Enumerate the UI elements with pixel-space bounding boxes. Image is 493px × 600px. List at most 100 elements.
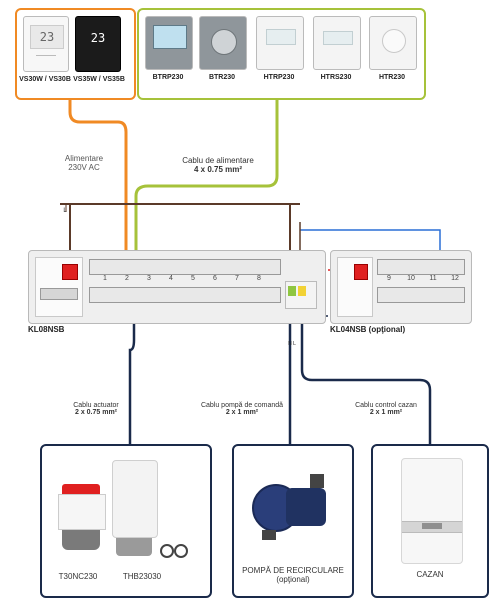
- vs30-buttons: [36, 55, 56, 62]
- power-line1: Alimentare: [64, 154, 104, 163]
- label-htr230: HTR230: [378, 74, 406, 81]
- zone-9: 9: [387, 275, 391, 282]
- boiler-image: [401, 458, 463, 564]
- pump-inlet: [262, 530, 276, 540]
- kl08nsb-power-section: [35, 257, 83, 317]
- zone-5: 5: [191, 275, 195, 282]
- btr230-thermostat: [199, 16, 247, 70]
- pump-body: [286, 488, 326, 526]
- vs35-temperature: 23: [90, 31, 106, 45]
- zone-10: 10: [407, 275, 415, 282]
- thb23030-base: [116, 538, 152, 556]
- kl04nsb-red-switch: [354, 264, 368, 280]
- label-htrp230: HTRP230: [263, 74, 295, 81]
- kl04nsb-terminal-bottom: [377, 287, 465, 303]
- vs35-display: 23: [82, 27, 114, 49]
- zone-11: 11: [429, 275, 437, 282]
- boiler-cable-caption: Cablu control cazan 2 x 1 mm²: [346, 402, 426, 416]
- actuator-cable-caption: Cablu actuator 2 x 0.75 mm²: [56, 402, 136, 416]
- htrp230-display: [266, 29, 296, 45]
- kl08nsb-power-terminal: [40, 288, 78, 300]
- pump-cable-line2: 2 x 1 mm²: [225, 409, 259, 416]
- htr230-thermostat: [369, 16, 417, 70]
- zone-8: 8: [257, 275, 261, 282]
- pump-caption: POMPĂ DE RECIRCULARE (opţional): [234, 566, 352, 584]
- kl04nsb-label: KL04NSB (opţional): [330, 325, 406, 334]
- pump-line2: (opţional): [276, 575, 310, 584]
- pump-line1: POMPĂ DE RECIRCULARE: [242, 566, 344, 575]
- label-btr230: BTR230: [208, 74, 236, 81]
- blue-line-top: [300, 229, 441, 250]
- kl08nsb-output-terminals: [285, 281, 317, 309]
- zone-7: 7: [235, 275, 239, 282]
- actuator-cable: [128, 312, 136, 444]
- btr230-dial: [211, 29, 237, 55]
- htrs230-display: [323, 31, 353, 45]
- vs30-thermostat: 23: [23, 16, 69, 72]
- thermostats-230-group: BTRP230 BTR230 HTRP230 HTRS230 HTR230: [137, 8, 426, 100]
- supply-cable-caption: Cablu de alimentare 4 x 0.75 mm²: [168, 156, 268, 174]
- actuator-cable-line1: Cablu actuator: [73, 402, 119, 409]
- zone-3: 3: [147, 275, 151, 282]
- pump-box: POMPĂ DE RECIRCULARE (opţional): [232, 444, 354, 598]
- btrp230-display: [153, 25, 187, 49]
- yellow-terminal: [298, 286, 306, 296]
- t30nc230-cap: [62, 484, 100, 494]
- pump-cable-caption: Cablu pompă de comandă 2 x 1 mm²: [196, 402, 288, 416]
- pump-image: [252, 474, 332, 542]
- supply-line2: 4 x 0.75 mm²: [193, 165, 243, 174]
- power-caption: Alimentare 230V AC: [54, 154, 114, 172]
- boiler-cable-line2: 2 x 1 mm²: [369, 409, 403, 416]
- zone-4: 4: [169, 275, 173, 282]
- t30nc230-nut: [62, 530, 100, 550]
- label-vs35: VS35W / VS35B: [73, 76, 125, 83]
- wire-label-L: L: [63, 208, 67, 214]
- kl04nsb-terminal-top: [377, 259, 465, 275]
- htrp230-thermostat: [256, 16, 304, 70]
- btrp230-thermostat: [145, 16, 193, 70]
- power-line2: 230V AC: [68, 163, 100, 172]
- label-cazan: CAZAN: [416, 570, 444, 579]
- vs30-display: 23: [30, 25, 64, 49]
- zone-2: 2: [125, 275, 129, 282]
- thb23030-body: [112, 460, 158, 538]
- label-thb23030: THB23030: [122, 572, 162, 581]
- wire-label-NL: N L: [288, 341, 296, 347]
- kl08nsb-label: KL08NSB: [28, 325, 65, 334]
- adapter-ring-2: [174, 544, 188, 558]
- zone-12: 12: [451, 275, 459, 282]
- pump-cable-line1: Cablu pompă de comandă: [200, 402, 284, 409]
- kl04nsb-power-section: [337, 257, 373, 317]
- boiler-cable-line1: Cablu control cazan: [355, 402, 417, 409]
- pump-outlet: [310, 474, 324, 488]
- kl08nsb-terminal-top: [89, 259, 281, 275]
- label-vs30: VS30W / VS30B: [19, 76, 71, 83]
- green-cable: [134, 96, 279, 262]
- label-btrp230: BTRP230: [152, 74, 184, 81]
- t30nc230-actuator: [56, 484, 106, 556]
- kl08nsb-module: 1 2 3 4 5 6 7 8: [28, 250, 326, 324]
- htrs230-thermostat: [313, 16, 361, 70]
- t30nc230-body: [58, 494, 106, 530]
- kl08nsb-red-switch: [62, 264, 78, 280]
- label-htrs230: HTRS230: [320, 74, 352, 81]
- kl04nsb-module: 9 10 11 12: [330, 250, 472, 324]
- supply-line1: Cablu de alimentare: [182, 156, 254, 165]
- zone-6: 6: [213, 275, 217, 282]
- boiler-cable: [300, 300, 432, 444]
- label-t30nc230: T30NC230: [58, 572, 98, 581]
- boiler-box: CAZAN: [371, 444, 489, 598]
- actuators-box: T30NC230 THB23030: [40, 444, 212, 598]
- boiler-display: [422, 523, 442, 529]
- adapter-ring-1: [160, 544, 174, 558]
- wired-thermostats-group: 23 23 VS30W / VS30B VS35W / VS35B: [15, 8, 136, 100]
- adapter-rings: [160, 542, 196, 558]
- vs35-thermostat: 23: [75, 16, 121, 72]
- htr230-dial: [382, 29, 406, 53]
- orange-cable: [68, 96, 128, 262]
- thb23030-actuator: [112, 460, 158, 560]
- actuator-cable-line2: 2 x 0.75 mm²: [74, 409, 118, 416]
- zone-1: 1: [103, 275, 107, 282]
- vs30-temperature: 23: [39, 30, 55, 44]
- kl08nsb-terminal-bottom: [89, 287, 281, 303]
